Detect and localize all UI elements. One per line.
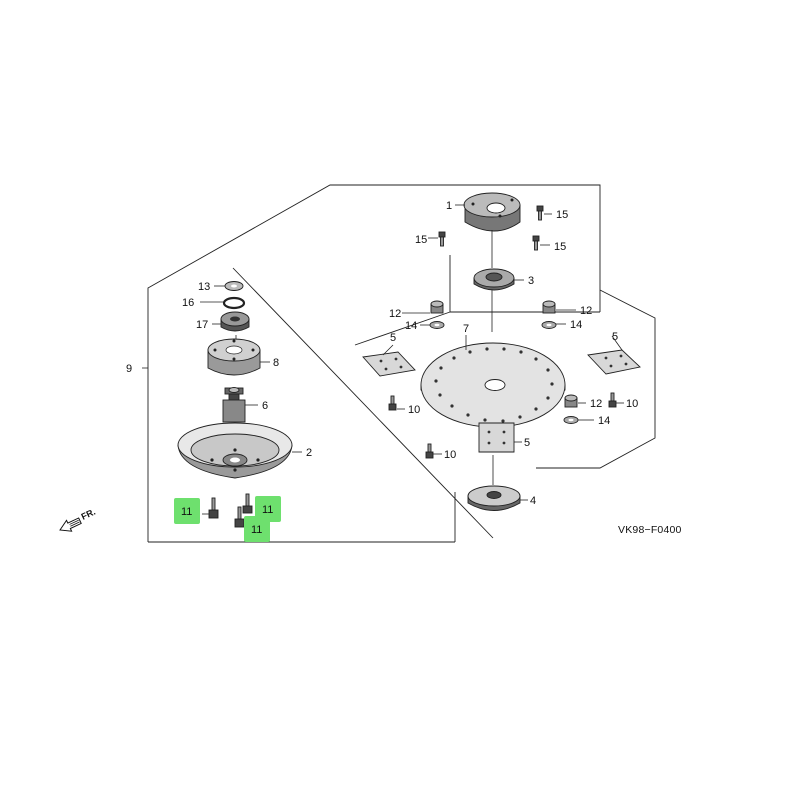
- label-12a: 12: [389, 308, 401, 320]
- label-14c: 14: [598, 415, 610, 427]
- label-5b: 5: [612, 331, 618, 343]
- front-direction-arrow-icon: [59, 517, 82, 532]
- label-12c: 12: [590, 398, 602, 410]
- label-4: 4: [530, 495, 536, 507]
- part-4-cap: [467, 485, 521, 511]
- part-8-hub: [207, 338, 261, 376]
- part-7-cutter-disc: [420, 342, 566, 428]
- part-11-bolt-a: [208, 497, 219, 519]
- part-2-pulley-cup: [177, 422, 293, 479]
- part-12-nut-c: [564, 394, 578, 408]
- highlight-box-11a: [174, 498, 200, 524]
- label-14a: 14: [405, 320, 417, 332]
- part-10-bolt-c: [425, 443, 434, 459]
- front-label: FR.: [80, 507, 97, 522]
- part-12-nut-a: [430, 300, 444, 314]
- part-14-washer-c: [563, 416, 579, 424]
- label-17: 17: [196, 319, 208, 331]
- label-15a: 15: [556, 209, 568, 221]
- label-5a: 5: [390, 332, 396, 344]
- label-15b: 15: [415, 234, 427, 246]
- label-11c: 11: [251, 524, 262, 536]
- part-3-bearing: [473, 268, 515, 291]
- label-10c: 10: [444, 449, 456, 461]
- part-13-washer: [224, 281, 244, 291]
- label-10b: 10: [626, 398, 638, 410]
- label-7: 7: [463, 323, 469, 335]
- part-11-bolt-b: [242, 493, 253, 514]
- part-15-bolt-b: [438, 231, 446, 247]
- label-3: 3: [528, 275, 534, 287]
- part-15-bolt-a: [536, 205, 544, 221]
- highlight-box-11c: [244, 516, 270, 542]
- part-10-bolt-a: [388, 395, 397, 411]
- group-9-boundary: [147, 184, 601, 543]
- label-13: 13: [198, 281, 210, 293]
- part-5-blade-left: [362, 351, 416, 377]
- part-12-nut-b: [542, 300, 556, 314]
- part-1-housing: [463, 192, 521, 232]
- label-14b: 14: [570, 319, 582, 331]
- label-9: 9: [126, 363, 132, 375]
- label-10a: 10: [408, 404, 420, 416]
- part-10-bolt-b: [608, 392, 617, 408]
- label-5c: 5: [524, 437, 530, 449]
- label-16: 16: [182, 297, 194, 309]
- label-11a: 11: [181, 506, 192, 518]
- highlight-box-11b: [255, 496, 281, 522]
- part-14-washer-a: [429, 321, 445, 329]
- label-2: 2: [306, 447, 312, 459]
- label-1: 1: [446, 200, 452, 212]
- label-15c: 15: [554, 241, 566, 253]
- diagram-code: VK98−F0400: [618, 524, 682, 536]
- part-14-washer-b: [541, 321, 557, 329]
- part-5-blade-front: [478, 422, 515, 453]
- part-17-bearing: [220, 311, 250, 332]
- part-5-blade-right: [587, 349, 641, 375]
- part-6-shaft: [222, 387, 246, 423]
- label-11b: 11: [262, 504, 273, 516]
- part-16-circlip: [222, 296, 246, 310]
- label-8: 8: [273, 357, 279, 369]
- label-6: 6: [262, 400, 268, 412]
- part-15-bolt-c: [532, 235, 540, 251]
- label-12b: 12: [580, 305, 592, 317]
